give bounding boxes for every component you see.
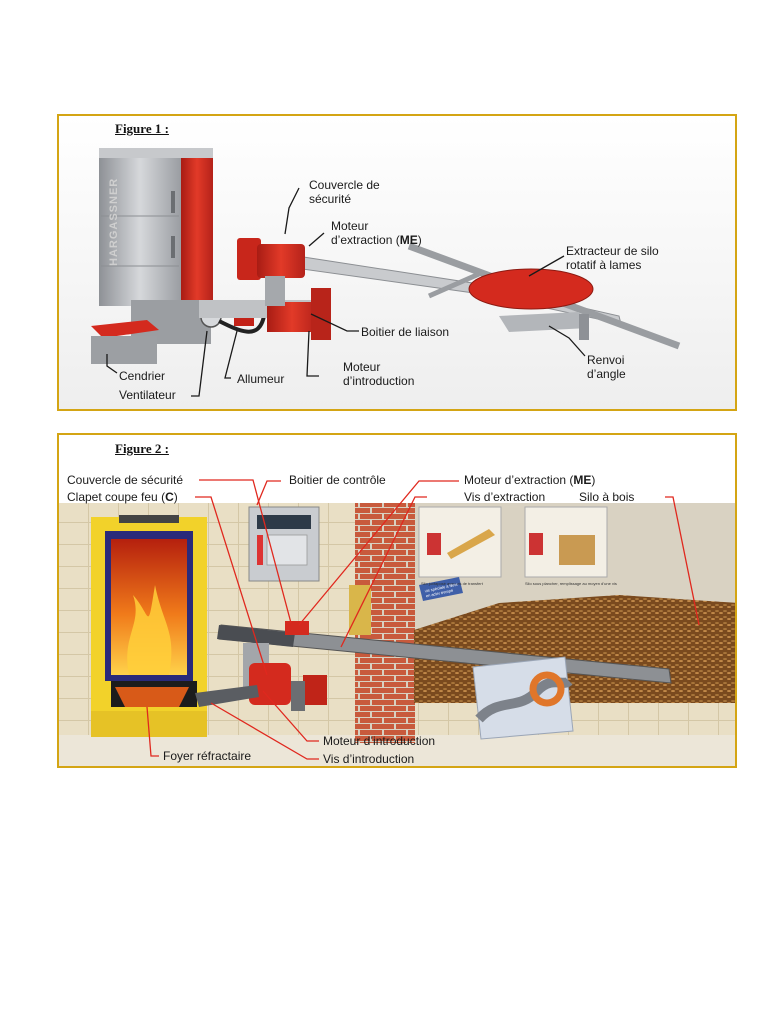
figure-1-title: Figure 1 : (115, 121, 169, 136)
label-boitier-controle: Boitier de contrôle (289, 473, 386, 487)
introduction-motor (267, 288, 331, 340)
label-cendrier: Cendrier (119, 369, 166, 383)
label-foyer-refractaire: Foyer réfractaire (163, 749, 252, 763)
label-vis-extraction: Vis d’extraction (464, 490, 546, 504)
ash-tray (91, 320, 159, 364)
extraction-motor (237, 238, 305, 306)
label-allumeur: Allumeur (237, 372, 285, 386)
label-moteur-introduction-2: Moteur d’introduction (323, 734, 436, 748)
figure-2-title: Figure 2 : (115, 441, 169, 456)
figure-2: Figure 2 : Couvercle de sécurité Clapet … (57, 433, 737, 768)
inset-caption-a: Silo juxtaposé avec vis de transfert (421, 581, 483, 586)
silo-extractor (407, 242, 681, 350)
figure-1-illustration (59, 116, 735, 409)
figure-1-leader-lines (106, 187, 586, 397)
tag-special-screw (419, 577, 463, 601)
control-box (248, 506, 320, 582)
refractory-hearth (91, 515, 207, 737)
screw-closeup-inset (472, 656, 574, 740)
label-ventilateur: Ventilateur (119, 388, 176, 402)
label-vis-introduction: Vis d’introduction (323, 752, 415, 766)
label-moteur-extraction-2: Moteur d’extraction (ME) (464, 473, 596, 487)
extraction-motor (285, 621, 309, 635)
figure-2-illustration (59, 479, 735, 766)
figure-2-leader-lines (146, 479, 700, 760)
label-couvercle-securite-2: Couvercle de sécurité (67, 473, 184, 487)
label-boitier-liaison: Boitier de liaison (361, 325, 450, 339)
label-clapet-coupe-feu: Clapet coupe feu (C) (67, 490, 178, 504)
label-moteur-extraction: Moteur d’extraction (ME) (331, 219, 422, 247)
brand-logo-text: HARGASSNER (108, 177, 120, 266)
label-silo-bois: Silo à bois (579, 490, 635, 504)
inset-caption-b: Silo sous plancher, remplissage au moyen… (525, 581, 617, 586)
